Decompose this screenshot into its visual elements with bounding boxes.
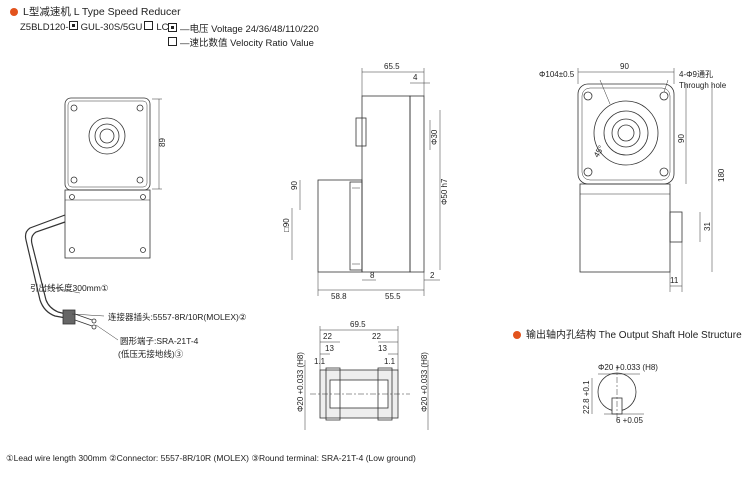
right-through-hole (659, 91, 669, 101)
model-suffix: LC (156, 22, 169, 33)
callout-lead-wire: 引出线长度300mm① (30, 283, 109, 293)
dim-bore-right: Φ20 +0.033 (H8) (420, 352, 429, 412)
dim-90-side: 90 (290, 181, 299, 190)
lead-wire (24, 214, 67, 319)
dim-90-top: 90 (620, 62, 629, 71)
right-boss (603, 110, 649, 156)
bullet-dot (10, 8, 18, 16)
side-flange (409, 95, 425, 273)
front-gearbox-inner (67, 100, 148, 188)
right-motor (579, 183, 671, 273)
side-motor-ribs (349, 181, 363, 271)
dim-holes: 4-Φ9通孔 (679, 69, 713, 79)
voltage-box-icon (68, 21, 78, 30)
ratio-box-icon (144, 21, 154, 30)
side-gearbox (361, 95, 411, 273)
side-motor (317, 179, 363, 273)
ratio-legend-text: —速比数值 Velocity Ratio Value (180, 38, 314, 49)
front-bolt-hole (136, 176, 144, 184)
dim-4: 4 (413, 73, 418, 82)
right-shaft-out (669, 211, 683, 243)
dim-13-right: 13 (378, 344, 387, 353)
section-title-text: L型减速机 L Type Speed Reducer (23, 6, 181, 18)
dim-180: 180 (717, 168, 726, 182)
connector-plug (62, 309, 76, 325)
dim-58-8: 58.8 (331, 292, 347, 301)
voltage-box-icon (168, 23, 177, 32)
motor-screw (69, 194, 75, 200)
model-code: Z5BLD120- GUL-30S/5GU LC (20, 21, 169, 33)
front-motor-body (64, 189, 151, 259)
front-shaft-ring (94, 123, 120, 149)
dim-2: 2 (430, 271, 435, 280)
bottom-section-view (304, 326, 429, 430)
front-bolt-hole (136, 104, 144, 112)
front-gearbox-outline (64, 97, 151, 191)
right-through-hole (583, 167, 593, 177)
dim-square-90: □90 (282, 218, 291, 232)
round-terminal (91, 318, 97, 324)
front-bolt-hole (70, 176, 78, 184)
voltage-legend-text: —电压 Voltage 24/36/48/110/220 (180, 24, 319, 35)
dim-11: 11 (670, 276, 679, 285)
dim-90-inner: 90 (677, 134, 686, 143)
side-view (291, 68, 441, 296)
right-through-hole (659, 167, 669, 177)
front-shaft-boss (88, 117, 126, 155)
dim-55-5: 55.5 (385, 292, 401, 301)
bullet-dot (513, 331, 521, 339)
dim-69-5: 69.5 (350, 320, 366, 329)
lead-wire (30, 221, 67, 315)
right-view (577, 68, 713, 292)
shaft-section-title-text: 输出轴内孔结构 The Output Shaft Hole Structure (526, 330, 742, 341)
dim-d30: Φ30 (430, 129, 439, 145)
motor-screw (69, 247, 75, 253)
dim-31: 31 (703, 222, 712, 231)
dim-shaft-bore: Φ20 +0.033 (H8) (598, 363, 658, 372)
dim-1-1-left: 1.1 (314, 357, 326, 366)
section-title: L型减速机 L Type Speed Reducer (10, 4, 181, 19)
model-mid: GUL-30S/5GU (80, 22, 143, 33)
right-through-hole (583, 91, 593, 101)
front-shaft-bore (99, 128, 115, 144)
ratio-box-icon (168, 37, 177, 46)
ratio-legend: —速比数值 Velocity Ratio Value (168, 35, 314, 49)
callout-terminal: 圆形端子:SRA-21T-4 (120, 336, 199, 346)
motor-screw (140, 194, 146, 200)
dim-22-left: 22 (323, 332, 332, 341)
motor-screw (140, 247, 146, 253)
dim-89: 89 (158, 138, 167, 147)
dim-8: 8 (370, 271, 375, 280)
dim-d50: Φ50 h7 (440, 178, 449, 205)
dim-through: Through hole (679, 81, 727, 90)
side-shaft-stub (355, 117, 367, 147)
callout-connector: 连接器插头:5557-8R/10R(MOLEX)② (108, 312, 247, 322)
right-pilot (593, 100, 659, 166)
right-bore (617, 124, 635, 142)
right-gearbox (577, 83, 675, 185)
front-bolt-hole (70, 104, 78, 112)
shaft-hole-section (591, 365, 644, 420)
round-terminal (91, 324, 97, 330)
dim-1-1-right: 1.1 (384, 357, 396, 366)
dim-13-left: 13 (325, 344, 334, 353)
shaft-section-title: 输出轴内孔结构 The Output Shaft Hole Structure (513, 326, 742, 341)
dim-d104: Φ104±0.5 (539, 70, 575, 79)
dim-22-right: 22 (372, 332, 381, 341)
voltage-legend: —电压 Voltage 24/36/48/110/220 (168, 21, 319, 35)
dim-bore-left: Φ20 +0.033 (H8) (296, 352, 305, 412)
callout-terminal-note: (低压无接地线)③ (118, 349, 184, 359)
right-shaft (611, 118, 641, 148)
footer-note: ①Lead wire length 300mm ②Connector: 5557… (6, 453, 416, 463)
dim-key-h: 22.8 +0.1 (582, 380, 591, 414)
model-prefix: Z5BLD120- (20, 22, 69, 33)
front-view (24, 97, 162, 341)
dim-key-w: 6 +0.05 (616, 416, 643, 425)
dim-45-deg: 45° (592, 144, 606, 159)
dim-65-5: 65.5 (384, 62, 400, 71)
